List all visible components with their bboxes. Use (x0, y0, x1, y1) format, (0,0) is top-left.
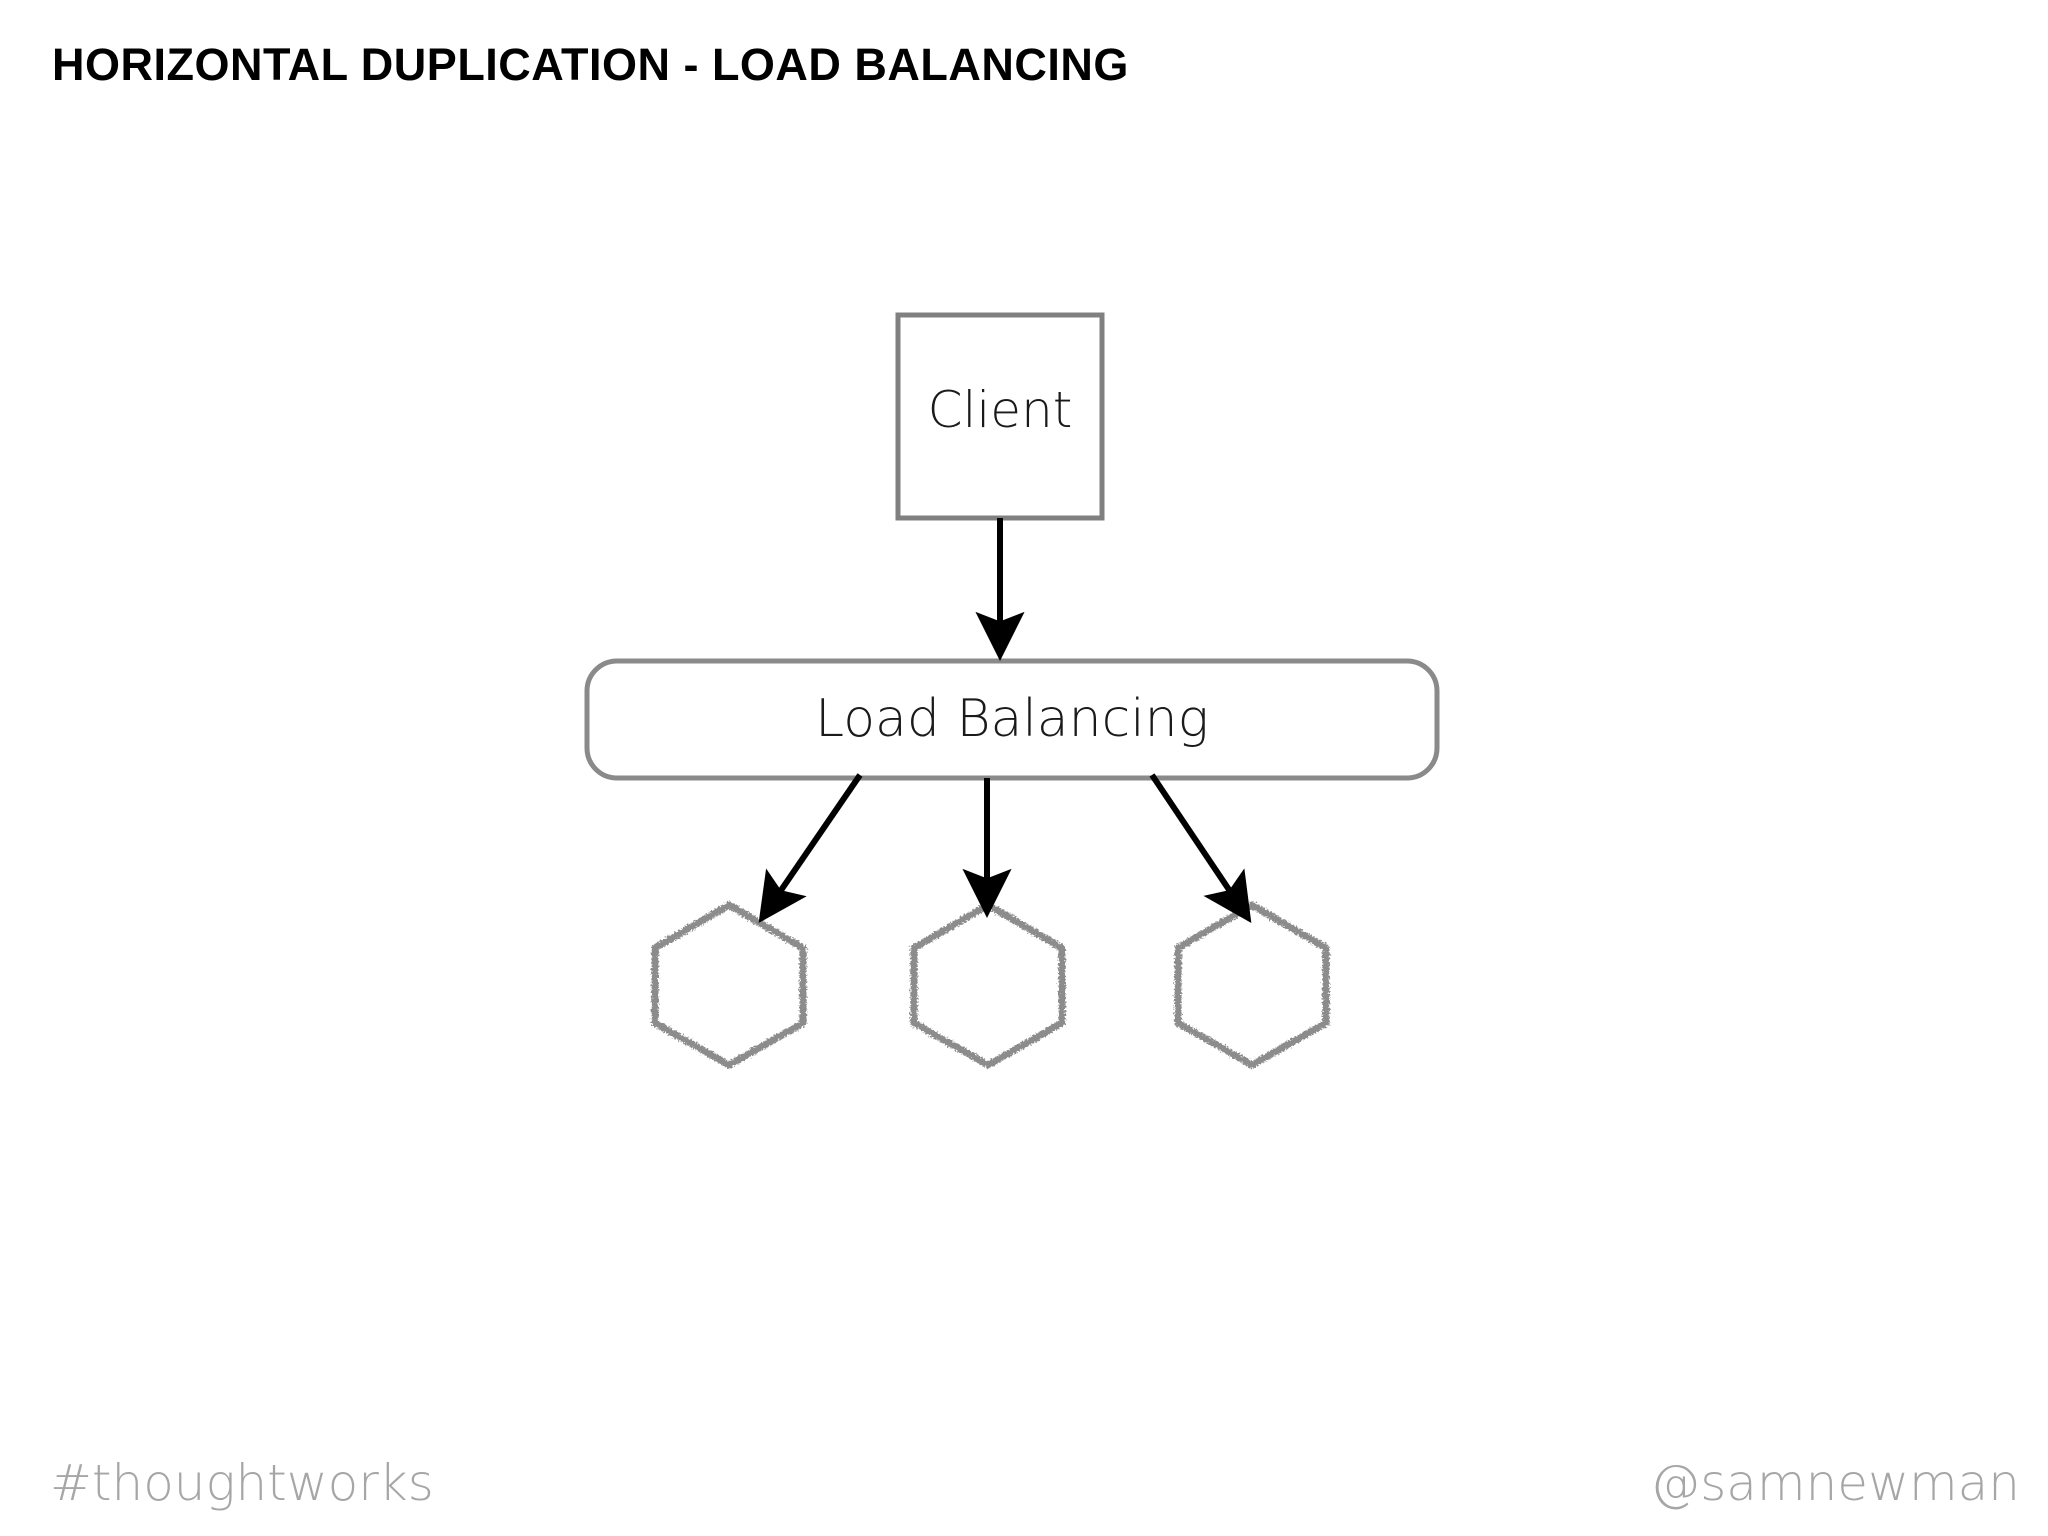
edge-lb-to-instance-3 (1149, 773, 1252, 923)
footer-handle: @samnewman (1650, 1454, 2020, 1512)
node-client[interactable] (895, 312, 1105, 521)
node-load-balancer[interactable] (584, 658, 1440, 781)
node-instance-3[interactable] (1174, 901, 1330, 1069)
footer-hashtag: #thoughtworks (50, 1454, 434, 1512)
page-title: HORIZONTAL DUPLICATION - LOAD BALANCING (52, 39, 1129, 90)
edge-lb-to-instance-1 (758, 773, 863, 923)
node-instance-1[interactable] (651, 901, 807, 1069)
node-instance-2[interactable] (910, 901, 1066, 1069)
